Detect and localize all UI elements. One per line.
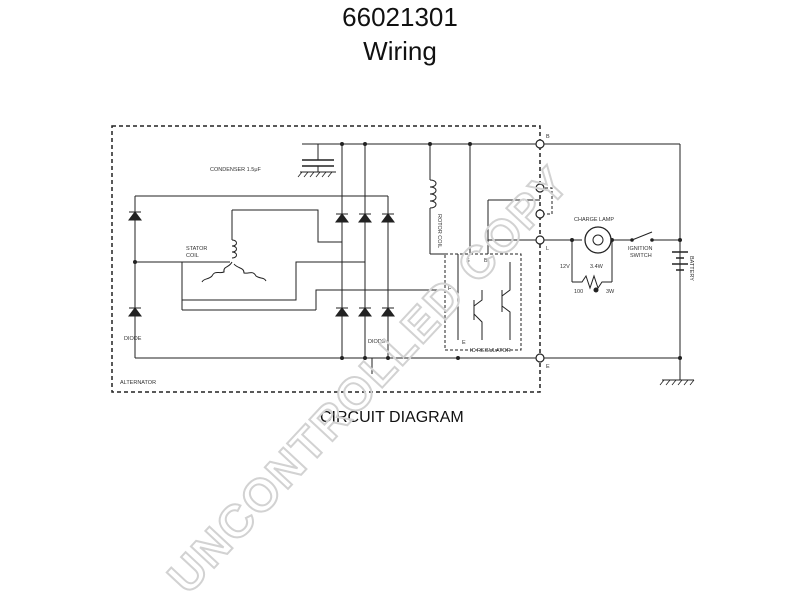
reg-f-label: F bbox=[448, 286, 452, 292]
rotor-coil-label: ROTOR COIL bbox=[436, 214, 442, 248]
ic-regulator-label: IC REGULATOR bbox=[470, 348, 511, 354]
alternator-label: ALTERNATOR bbox=[120, 380, 156, 386]
terminal-l-label: L bbox=[546, 246, 549, 252]
reg-s-label: S bbox=[466, 258, 470, 264]
terminal-e-label: E bbox=[546, 364, 550, 370]
terminal-b-label: B bbox=[546, 134, 550, 140]
lamp-voltage-label: 12V bbox=[560, 264, 570, 270]
ignition-label-1: IGNITION bbox=[628, 246, 652, 252]
diode-group bbox=[128, 211, 395, 317]
terminal-l bbox=[535, 235, 545, 245]
terminal-b bbox=[535, 139, 545, 149]
stator-coil-2 bbox=[201, 261, 233, 283]
lamp-watt-label: 3.4W bbox=[590, 264, 604, 270]
ignition-label-2: SWITCH bbox=[630, 253, 652, 259]
terminal-e bbox=[535, 353, 545, 363]
diode-right-label: DIODE bbox=[368, 339, 386, 345]
rotor-coil bbox=[429, 179, 437, 209]
charge-lamp-label: CHARGE LAMP bbox=[574, 217, 614, 223]
condenser-label: CONDENSER 1.5μF bbox=[210, 167, 261, 173]
circuit-diagram-caption: CIRCUIT DIAGRAM bbox=[320, 409, 464, 426]
stator-coil-3 bbox=[233, 263, 267, 282]
resistor-watt-label: 3W bbox=[606, 289, 615, 295]
ic-regulator-box bbox=[444, 253, 522, 351]
wiring-subtitle: Wiring bbox=[363, 36, 437, 66]
resistor-ohm-label: 100 bbox=[574, 289, 583, 295]
part-number-title: 66021301 bbox=[342, 2, 458, 32]
alternator-enclosure bbox=[111, 125, 541, 393]
battery-label: BATTERY bbox=[688, 256, 694, 281]
reg-b-label: B bbox=[484, 258, 488, 264]
stator-label-1: STATOR bbox=[186, 246, 207, 252]
stator-label-2: COIL bbox=[186, 253, 199, 259]
charge-lamp bbox=[584, 226, 612, 254]
reg-e-label: E bbox=[462, 340, 466, 346]
stator-coil-1 bbox=[231, 239, 237, 259]
diode-left-label: DIODE bbox=[124, 336, 142, 342]
resistor bbox=[572, 274, 612, 290]
